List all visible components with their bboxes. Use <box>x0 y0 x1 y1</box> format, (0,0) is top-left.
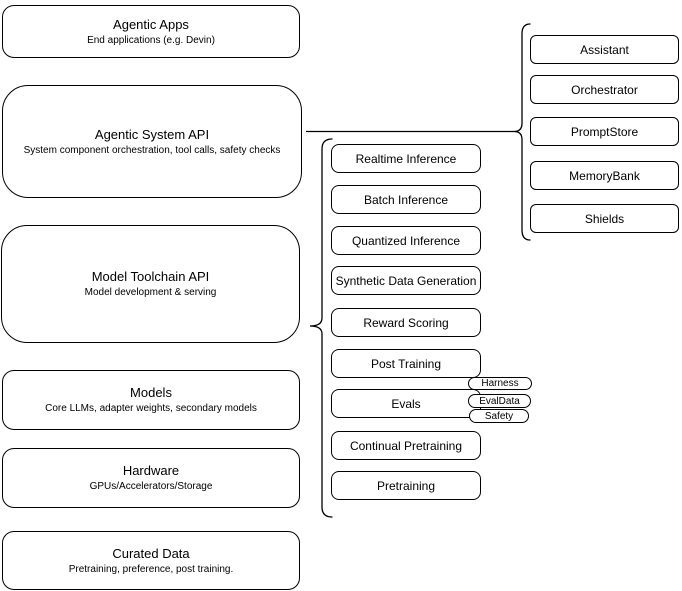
component-node-shields: Shields <box>530 204 679 233</box>
node-title: Models <box>130 385 172 400</box>
node-title: Agentic System API <box>94 126 210 142</box>
component-node-evals: Evals <box>331 389 481 418</box>
component-node-pretraining: Pretraining <box>331 471 481 500</box>
node-title: Agentic Apps <box>113 16 189 32</box>
node-subtitle: Model development & serving <box>84 287 217 298</box>
node-subtitle: End applications (e.g. Devin) <box>87 34 215 46</box>
eval-tag-harness: Harness <box>468 377 532 390</box>
eval-tag-evaldata: EvalData <box>468 394 531 408</box>
node-title: Hardware <box>122 463 180 478</box>
node-title: Model Toolchain API <box>91 269 210 284</box>
right-column-bracket-icon <box>513 23 531 241</box>
layer-node-model-toolchain-api: Model Toolchain API Model development & s… <box>1 225 300 343</box>
component-node-orchestrator: Orchestrator <box>530 75 679 104</box>
eval-tag-safety: Safety <box>469 409 529 423</box>
component-node-continual-pretraining: Continual Pretraining <box>331 431 481 460</box>
layer-node-agentic-system-api: Agentic System API System component orche… <box>2 85 302 198</box>
node-subtitle: Core LLMs, adapter weights, secondary mo… <box>45 403 257 414</box>
component-node-promptstore: PromptStore <box>530 117 679 146</box>
node-subtitle: Pretraining, preference, post training. <box>68 563 234 575</box>
component-node-assistant: Assistant <box>530 35 679 64</box>
component-node-quantized-inference: Quantized Inference <box>331 226 481 255</box>
node-title: Curated Data <box>112 545 190 561</box>
component-node-reward-scoring: Reward Scoring <box>331 308 481 337</box>
component-node-synthetic-data-generation: Synthetic Data Generation <box>331 266 481 295</box>
component-node-realtime-inference: Realtime Inference <box>331 144 481 173</box>
node-subtitle: GPUs/Accelerators/Storage <box>89 481 213 492</box>
component-node-batch-inference: Batch Inference <box>331 185 481 214</box>
component-node-post-training: Post Training <box>331 349 481 378</box>
middle-column-bracket-icon <box>309 138 333 518</box>
component-node-memorybank: MemoryBank <box>530 161 679 190</box>
node-subtitle: System component orchestration, tool cal… <box>23 144 281 156</box>
